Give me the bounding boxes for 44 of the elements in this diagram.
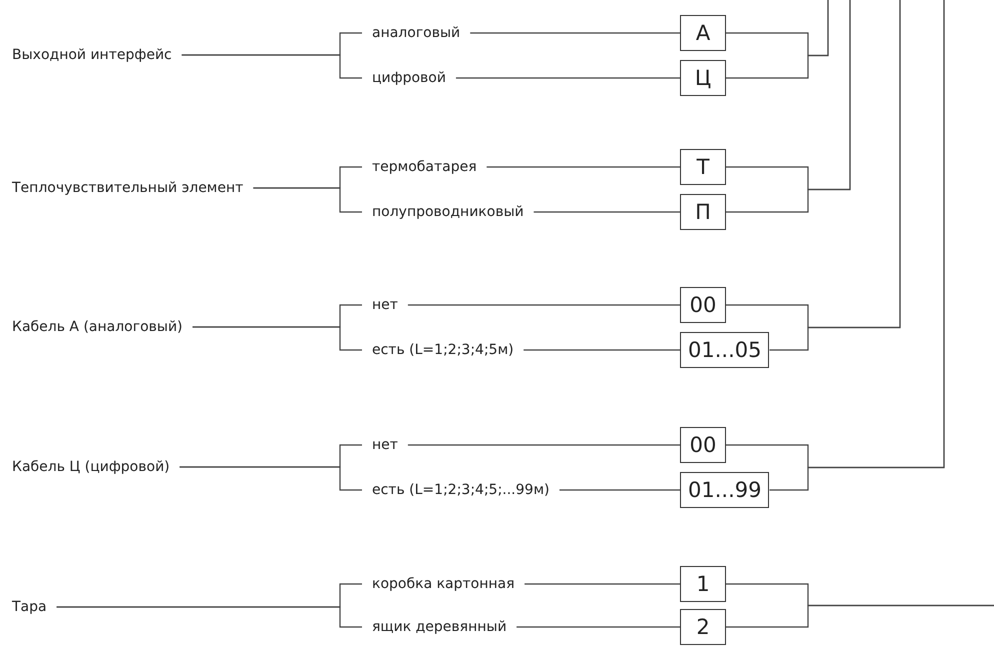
code-box: 01...99 (680, 472, 770, 508)
option-label: полупроводниковый (362, 203, 534, 221)
category-label: Теплочувствительный элемент (12, 179, 254, 197)
connector-line (524, 583, 680, 585)
category-label: Кабель Ц (цифровой) (12, 458, 180, 476)
connector-line (486, 166, 680, 168)
connector-line (408, 304, 680, 306)
code-box: 1 (680, 566, 726, 602)
category-label: Кабель А (аналоговый) (12, 318, 193, 336)
option-label: аналоговый (362, 24, 470, 42)
connector-line (769, 0, 901, 351)
code-box: 00 (680, 427, 726, 463)
connector-line (726, 604, 994, 628)
option-label: есть (L=1;2;3;4;5м) (362, 341, 524, 359)
connector-line (559, 489, 680, 491)
connector-line (182, 54, 362, 79)
connector-line (534, 211, 680, 213)
code-box: П (680, 194, 726, 230)
connector-line (470, 32, 680, 34)
connector-line (56, 606, 362, 628)
code-box: Т (680, 149, 726, 185)
option-label: коробка картонная (362, 575, 525, 593)
connector-line (253, 187, 362, 213)
connector-line (524, 349, 680, 351)
category-label: Тара (12, 598, 57, 616)
connector-line (456, 77, 680, 79)
option-label: цифровой (362, 69, 456, 87)
option-label: ящик деревянный (362, 618, 517, 636)
connector-line (516, 626, 680, 628)
code-box: 01...05 (680, 332, 770, 368)
code-box: А (680, 15, 726, 51)
connector-line (726, 0, 829, 79)
code-box: 2 (680, 609, 726, 645)
connector-line (180, 466, 362, 491)
connector-line (408, 444, 680, 446)
option-label: нет (362, 296, 408, 314)
code-box: Ц (680, 60, 726, 96)
category-label: Выходной интерфейс (12, 46, 182, 64)
connector-line (192, 326, 362, 351)
connector-line (769, 0, 945, 491)
option-label: термобатарея (362, 158, 487, 176)
option-label: есть (L=1;2;3;4;5;...99м) (362, 481, 560, 499)
option-label: нет (362, 436, 408, 454)
code-box: 00 (680, 287, 726, 323)
